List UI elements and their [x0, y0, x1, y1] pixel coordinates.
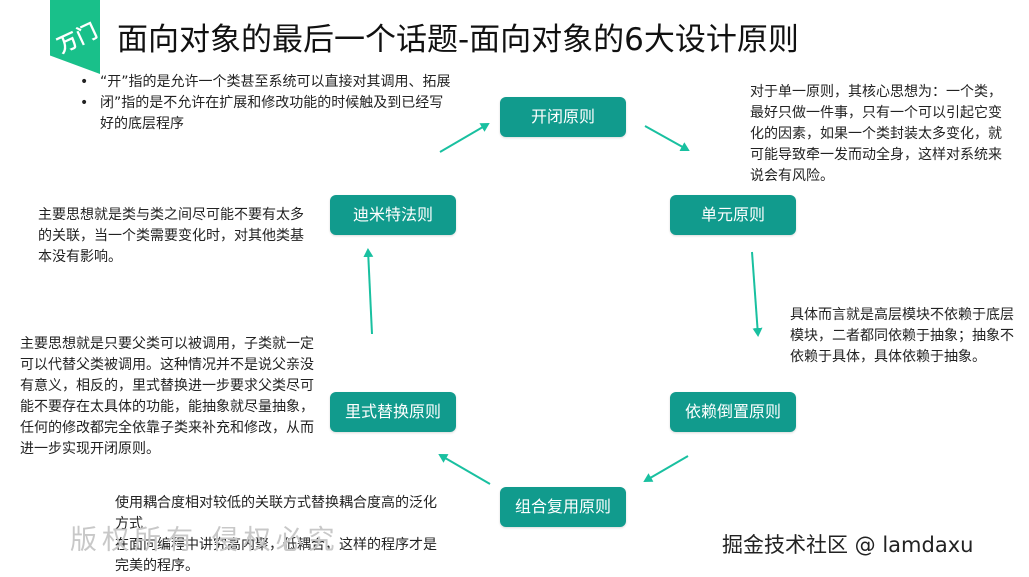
arrow-open-to-single — [644, 125, 690, 151]
desc-composite-line-2: 在面向编程中讲究高内聚，低耦合，这样的程序才是完美的程序。 — [115, 537, 437, 574]
node-single-responsibility: 单元原则 — [670, 195, 796, 235]
arrow-dependency-to-composite — [643, 455, 689, 483]
node-liskov-substitution: 里式替换原则 — [330, 392, 456, 432]
node-demeter: 迪米特法则 — [330, 195, 456, 235]
desc-dependency-inversion: 具体而言就是高层模块不依赖于底层模块，二者都同依赖于抽象；抽象不依赖于具体，具体… — [790, 307, 1014, 365]
desc-liskov-substitution: 主要思想就是只要父类可以被调用，子类就一定可以代替父类被调用。这种情况并不是说父… — [20, 336, 314, 457]
desc-single-responsibility: 对于单一原则，其核心思想为：一个类，最好只做一件事，只有一个可以引起它变化的因素… — [750, 84, 1002, 184]
node-dependency-inversion: 依赖倒置原则 — [670, 392, 796, 432]
footer-credit: 掘金技术社区 @ lamdaxu — [722, 533, 974, 557]
node-composite-reuse: 组合复用原则 — [500, 487, 626, 527]
desc-demeter: 主要思想就是类与类之间尽可能不要有太多的关联，当一个类需要变化时，对其他类基本没… — [38, 207, 304, 265]
arrow-single-to-dependency — [751, 251, 763, 337]
desc-composite-line-1: 使用耦合度相对较低的关联方式替换耦合度高的泛化方式 — [115, 495, 437, 532]
arrow-demeter-to-open — [439, 122, 490, 153]
desc-open-closed-bullet-1: “开”指的是允许一个类甚至系统可以直接对其调用、拓展 — [78, 72, 453, 93]
desc-open-closed-bullet-2: 闭”指的是不允许在扩展和修改功能的时候触及到已经写好的底层程序 — [78, 93, 453, 135]
arrow-liskov-to-demeter — [363, 248, 374, 335]
node-open-closed: 开闭原则 — [500, 97, 626, 137]
copyright-watermark: 版权所有 侵权必究 — [70, 525, 340, 556]
desc-composite-reuse: 使用耦合度相对较低的关联方式替换耦合度高的泛化方式 在面向编程中讲究高内聚，低耦… — [115, 493, 445, 577]
page-title: 面向对象的最后一个话题-面向对象的6大设计原则 — [117, 22, 799, 58]
desc-open-closed: “开”指的是允许一个类甚至系统可以直接对其调用、拓展 闭”指的是不允许在扩展和修… — [78, 72, 453, 135]
arrow-composite-to-liskov — [438, 453, 491, 485]
